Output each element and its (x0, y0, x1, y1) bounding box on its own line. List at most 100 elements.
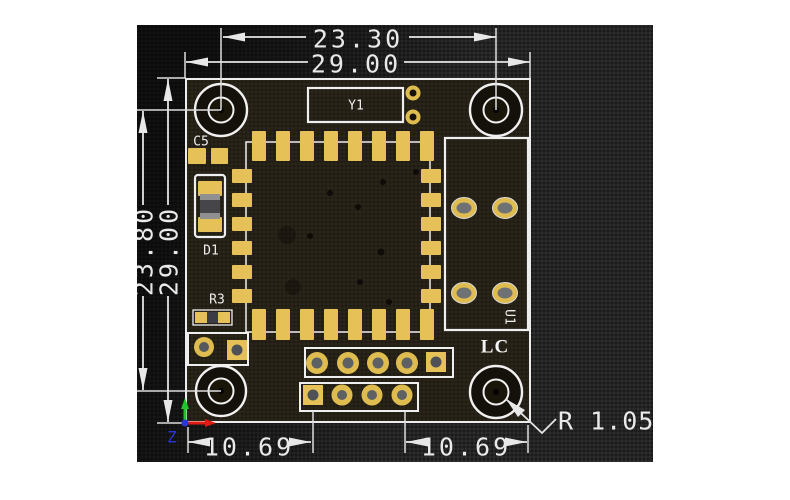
smd-pad (218, 312, 230, 323)
qfp-outline (245, 141, 431, 333)
drill-hole (397, 390, 407, 400)
qfp-pad (232, 265, 252, 279)
bottom-header-row2 (299, 382, 419, 412)
qfp-pad (252, 309, 266, 340)
drill-hole (456, 287, 472, 299)
qfp-pad (348, 131, 362, 161)
crystal-label: Y1 (348, 99, 364, 114)
x-axis-arrowhead (205, 419, 216, 427)
qfp-pad (421, 241, 441, 255)
dim-corner-radius-value: R 1.05 (558, 407, 653, 436)
dim-top-outer: 29.00 (184, 50, 531, 79)
diode-outline (193, 173, 227, 239)
dim-top-inner: 23.30 (220, 25, 497, 110)
dim-arrow (138, 111, 148, 133)
axis-gizmo: Z (167, 398, 216, 447)
crystal-y1: Y1 (306, 85, 421, 125)
qfp-pad (421, 289, 441, 303)
dim-left-inner: 23.80 (137, 109, 221, 392)
dim-arrow (186, 57, 208, 67)
dim-top-inner-value: 23.30 (313, 25, 403, 54)
pcb-3d-viewport[interactable]: Y1 C5 D1 R3 (137, 25, 653, 462)
connector-outline (443, 136, 530, 332)
resistor-r3: R3 (192, 293, 233, 326)
diode-d1: D1 (193, 173, 227, 259)
qfp-pad (421, 169, 441, 183)
dimension-annotations: 23.30 29.00 (137, 25, 653, 462)
smd-pad (198, 217, 222, 232)
dim-arrow (505, 437, 527, 447)
two-pin-connector (187, 332, 249, 366)
drill-hole (367, 390, 377, 400)
connector-outline (304, 347, 454, 378)
dim-arrow (163, 400, 173, 422)
drill-hole (311, 357, 323, 369)
qfp-pad (324, 309, 338, 340)
dim-arrow (188, 437, 210, 447)
qfp-pad (252, 131, 266, 161)
dim-arrow (406, 437, 428, 447)
resistor-label: R3 (209, 293, 225, 308)
qfp-pad (372, 131, 386, 161)
qfp-pad (232, 169, 252, 183)
dim-corner-radius: R 1.05 (505, 398, 653, 436)
dim-arrow (223, 32, 245, 42)
bottom-header-row1 (304, 347, 454, 378)
resistor-body (207, 312, 218, 323)
qfp-pad (232, 241, 252, 255)
capacitor-label: C5 (193, 135, 209, 150)
qfp-pad (300, 131, 314, 161)
qfp-pad (348, 309, 362, 340)
dim-bottom-left: 10.69 (187, 411, 314, 462)
qfp-pad (324, 131, 338, 161)
viewport-overlay: Y1 C5 D1 R3 (137, 25, 653, 462)
drill-hole (231, 344, 243, 356)
dim-bottom-right-value: 10.69 (421, 433, 511, 462)
dim-left-inner-value: 23.80 (137, 206, 159, 296)
dim-left-outer-value: 29.00 (155, 206, 184, 296)
smd-pad (195, 312, 207, 323)
drill-hole (497, 202, 513, 214)
qfp-pad (421, 217, 441, 231)
dim-arrow (289, 437, 311, 447)
drill-hole (337, 390, 347, 400)
board-shade (285, 279, 301, 295)
qfp-pad (232, 217, 252, 231)
origin-dot (181, 419, 189, 427)
dim-arrow (508, 57, 530, 67)
drill-hole (401, 357, 413, 369)
qfp-pad (421, 265, 441, 279)
crystal-outline (306, 86, 405, 124)
dim-arrow (163, 79, 173, 101)
diode-body-band (200, 200, 220, 213)
dim-arrow (506, 399, 525, 417)
qfp-pad (421, 193, 441, 207)
drill-hole (497, 287, 513, 299)
dim-left-outer: 29.00 (155, 77, 186, 424)
dim-bottom-right: 10.69 (404, 411, 529, 462)
board-shade (278, 226, 296, 244)
qfp-pad (232, 289, 252, 303)
connector-outline (299, 382, 419, 412)
brand-label: LC (481, 337, 509, 358)
right-connector-u1: U1 (443, 136, 530, 332)
resistor-outline (192, 309, 233, 326)
qfp-footprint (232, 131, 441, 340)
mounting-hole (194, 364, 248, 418)
qfp-pad (396, 309, 410, 340)
diode-label: D1 (203, 244, 219, 259)
qfp-pad (232, 193, 252, 207)
dim-arrow (474, 32, 496, 42)
capacitor-c5: C5 (188, 135, 228, 164)
smd-pad (188, 148, 206, 164)
z-axis-label: Z (167, 428, 177, 447)
qfp-pad (276, 309, 290, 340)
drill-hole (199, 342, 209, 352)
drill-hole (456, 202, 472, 214)
mounting-hole (468, 364, 524, 420)
dim-bottom-left-value: 10.69 (204, 433, 294, 462)
qfp-pad (396, 131, 410, 161)
y-axis-arrowhead (181, 398, 189, 409)
qfp-pad (420, 309, 434, 340)
drill-hole (409, 89, 417, 97)
